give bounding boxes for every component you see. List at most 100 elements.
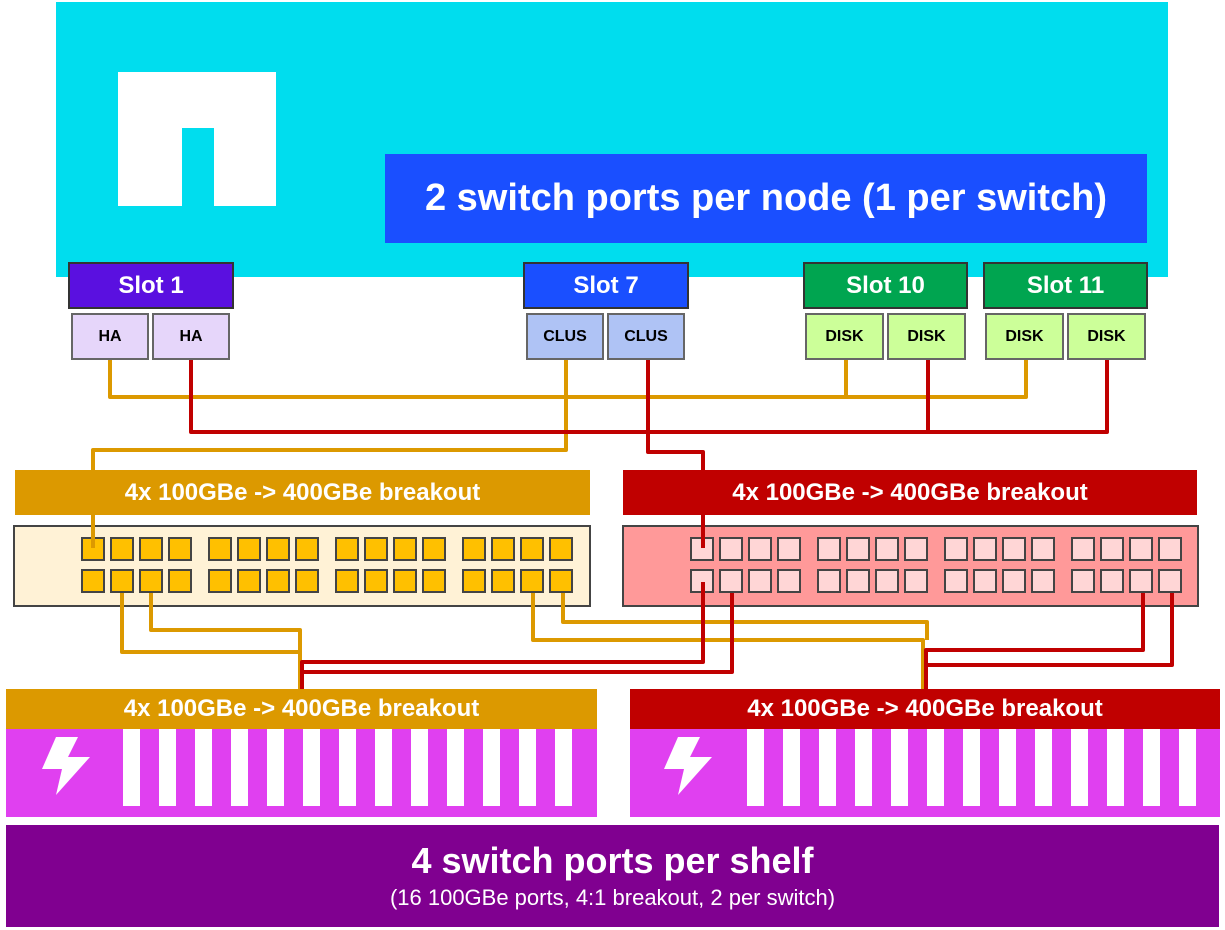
- slot-11-label: Slot 11: [983, 262, 1148, 309]
- switch-port[interactable]: [1129, 569, 1153, 593]
- switch-port[interactable]: [817, 537, 841, 561]
- drive-slot: [231, 729, 248, 806]
- shelf-summary-footer: 4 switch ports per shelf (16 100GBe port…: [6, 825, 1219, 927]
- drive-slot: [447, 729, 464, 806]
- switch-port[interactable]: [335, 569, 359, 593]
- switch-port[interactable]: [777, 569, 801, 593]
- switch-port[interactable]: [748, 537, 772, 561]
- switch-port[interactable]: [266, 569, 290, 593]
- switch-port[interactable]: [944, 569, 968, 593]
- netapp-logo: [118, 72, 276, 206]
- switch-port[interactable]: [944, 537, 968, 561]
- switch-b-to-shelf-a-cable-1: [300, 582, 705, 689]
- switch-port[interactable]: [846, 537, 870, 561]
- switch-b-banner: 4x 100GBe -> 400GBe breakout: [623, 470, 1197, 515]
- switch-port[interactable]: [266, 537, 290, 561]
- switch-port[interactable]: [335, 537, 359, 561]
- switch-port[interactable]: [846, 569, 870, 593]
- switch-port[interactable]: [237, 569, 261, 593]
- drive-slot: [783, 729, 800, 806]
- switch-port[interactable]: [777, 537, 801, 561]
- drive-slot: [483, 729, 500, 806]
- switch-port[interactable]: [462, 569, 486, 593]
- switch-port[interactable]: [168, 537, 192, 561]
- switch-port[interactable]: [295, 569, 319, 593]
- switch-port[interactable]: [208, 537, 232, 561]
- switch-port[interactable]: [422, 569, 446, 593]
- switch-port[interactable]: [139, 537, 163, 561]
- switch-port[interactable]: [295, 537, 319, 561]
- switch-port[interactable]: [110, 537, 134, 561]
- switch-port[interactable]: [719, 537, 743, 561]
- switch-port[interactable]: [393, 537, 417, 561]
- drive-slot: [339, 729, 356, 806]
- switch-port[interactable]: [520, 569, 544, 593]
- switch-port[interactable]: [237, 537, 261, 561]
- disk-port-1[interactable]: DISK: [805, 313, 884, 360]
- switch-port[interactable]: [973, 569, 997, 593]
- switch-port[interactable]: [139, 569, 163, 593]
- switch-port[interactable]: [1031, 537, 1055, 561]
- switch-port[interactable]: [491, 537, 515, 561]
- switch-port[interactable]: [549, 537, 573, 561]
- disk-port-3[interactable]: DISK: [985, 313, 1064, 360]
- switch-port[interactable]: [364, 569, 388, 593]
- switch-port[interactable]: [904, 569, 928, 593]
- drive-slot: [519, 729, 536, 806]
- switch-port[interactable]: [549, 569, 573, 593]
- disk-port-4[interactable]: DISK: [1067, 313, 1146, 360]
- switch-port[interactable]: [462, 537, 486, 561]
- switch-port[interactable]: [168, 569, 192, 593]
- ha-port-2[interactable]: HA: [152, 313, 230, 360]
- switch-port[interactable]: [748, 569, 772, 593]
- switch-port[interactable]: [520, 537, 544, 561]
- drive-slot: [555, 729, 572, 806]
- switch-port[interactable]: [1158, 569, 1182, 593]
- drive-slot: [927, 729, 944, 806]
- switch-a-banner: 4x 100GBe -> 400GBe breakout: [15, 470, 590, 515]
- clus-port-1[interactable]: CLUS: [526, 313, 604, 360]
- switch-port[interactable]: [1031, 569, 1055, 593]
- drive-slot: [1071, 729, 1088, 806]
- switch-port[interactable]: [110, 569, 134, 593]
- drive-slot: [195, 729, 212, 806]
- power-bolt-icon: [42, 737, 90, 795]
- drive-slot: [159, 729, 176, 806]
- switch-port[interactable]: [393, 569, 417, 593]
- switch-port[interactable]: [208, 569, 232, 593]
- switch-port[interactable]: [364, 537, 388, 561]
- disk-port-2[interactable]: DISK: [887, 313, 966, 360]
- drive-slot: [1143, 729, 1160, 806]
- switch-port[interactable]: [973, 537, 997, 561]
- switch-port[interactable]: [875, 569, 899, 593]
- drive-slot: [891, 729, 908, 806]
- switch-port[interactable]: [904, 537, 928, 561]
- switch-port[interactable]: [1100, 569, 1124, 593]
- shelf-b-banner: 4x 100GBe -> 400GBe breakout: [630, 689, 1220, 729]
- switch-port[interactable]: [1071, 537, 1095, 561]
- switch-port[interactable]: [1071, 569, 1095, 593]
- switch-port[interactable]: [875, 537, 899, 561]
- switch-port[interactable]: [817, 569, 841, 593]
- switch-port[interactable]: [1129, 537, 1153, 561]
- switch-port[interactable]: [1158, 537, 1182, 561]
- drive-slot: [1035, 729, 1052, 806]
- switch-b-to-shelf-a-cable-2: [302, 593, 734, 674]
- switch-a-to-shelf-b-cable-2: [561, 593, 929, 640]
- drive-slot: [411, 729, 428, 806]
- ha-port-1[interactable]: HA: [71, 313, 149, 360]
- clus-to-switch-a-cable: [91, 360, 568, 548]
- switch-port[interactable]: [491, 569, 515, 593]
- drive-slot: [855, 729, 872, 806]
- switch-port[interactable]: [422, 537, 446, 561]
- switch-port[interactable]: [719, 569, 743, 593]
- clus-port-2[interactable]: CLUS: [607, 313, 685, 360]
- drive-slot: [1107, 729, 1124, 806]
- switch-port[interactable]: [1002, 537, 1026, 561]
- switch-port[interactable]: [1002, 569, 1026, 593]
- slot-7-label: Slot 7: [523, 262, 689, 309]
- footer-subtitle: (16 100GBe ports, 4:1 breakout, 2 per sw…: [389, 885, 836, 910]
- switch-port[interactable]: [81, 569, 105, 593]
- switch-port[interactable]: [1100, 537, 1124, 561]
- drive-slot: [123, 729, 140, 806]
